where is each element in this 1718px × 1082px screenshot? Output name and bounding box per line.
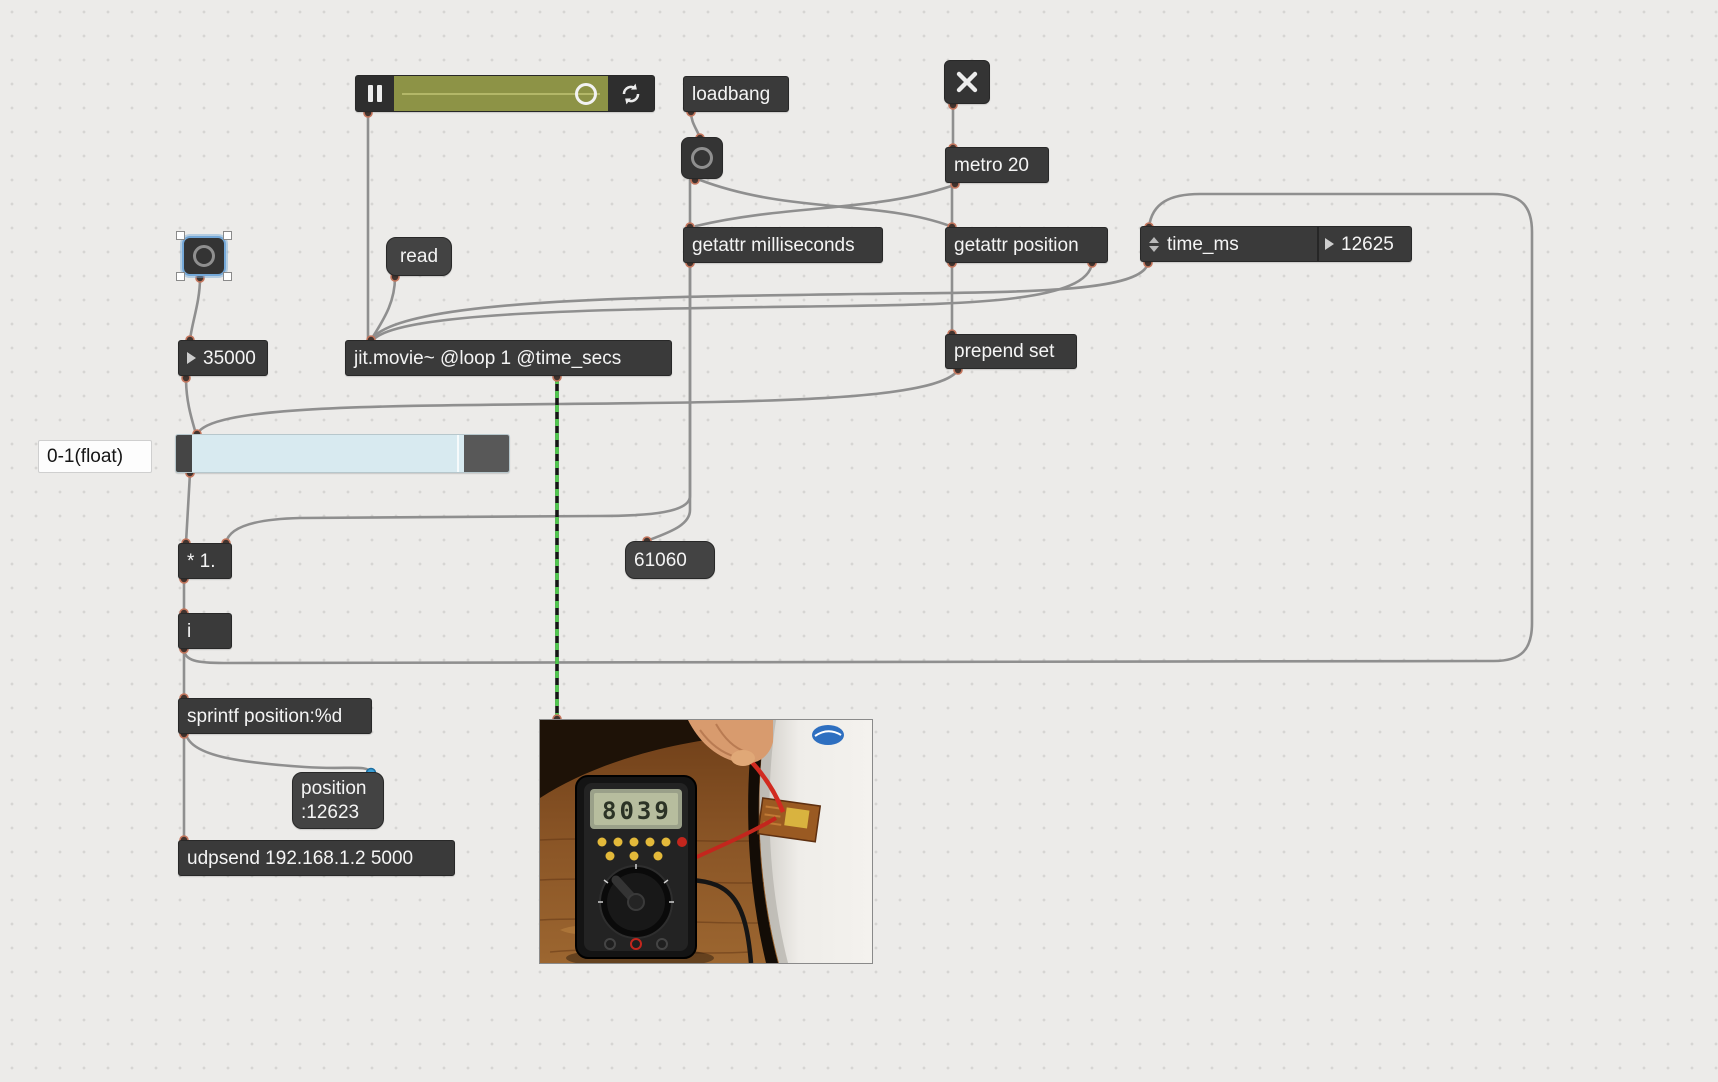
number-triangle-icon <box>187 352 196 364</box>
playbar-track[interactable] <box>394 76 608 111</box>
increment-decrement-icon[interactable] <box>1149 236 1159 252</box>
selection-handle[interactable] <box>176 231 185 240</box>
number-box-duration[interactable]: 35000 <box>178 340 268 376</box>
patch-cord <box>645 261 692 543</box>
getattr-position-object[interactable]: getattr position <box>945 227 1108 263</box>
sprintf-label: sprintf position:%d <box>187 705 343 727</box>
pause-icon <box>368 85 373 102</box>
milliseconds-message-box[interactable]: 61060 <box>625 541 715 579</box>
x-icon <box>956 71 978 93</box>
prepend-set-object[interactable]: prepend set <box>945 334 1077 369</box>
patch-cord <box>184 376 198 436</box>
int-object[interactable]: i <box>178 613 232 649</box>
bang-circle-icon <box>691 147 713 169</box>
slider-right-cap[interactable] <box>464 435 509 472</box>
selection-handle[interactable] <box>223 231 232 240</box>
playbar-track-line <box>402 93 600 95</box>
playbar-transport[interactable] <box>355 75 655 112</box>
patch-cord <box>694 182 959 228</box>
prepend-set-label: prepend set <box>954 341 1055 362</box>
loadbang-label: loadbang <box>692 83 771 105</box>
jit-movie-object[interactable]: jit.movie~ @loop 1 @time_secs <box>345 340 672 376</box>
horizontal-slider[interactable] <box>175 434 510 473</box>
bang-button-body[interactable] <box>182 236 226 276</box>
multiply-label: * 1. <box>187 550 216 572</box>
video-frame: 8039 <box>539 720 872 968</box>
video-preview-window: 8039 <box>539 720 872 968</box>
number-triangle-icon <box>1325 238 1334 250</box>
patch-cord <box>371 261 1094 342</box>
jit-movie-label: jit.movie~ @loop 1 @time_secs <box>354 347 622 369</box>
multiply-object[interactable]: * 1. <box>178 543 232 579</box>
attrui-time-ms[interactable]: time_ms 12625 <box>1140 226 1412 262</box>
svg-text:8039: 8039 <box>602 797 672 825</box>
comment-text: 0-1(float) <box>47 446 124 467</box>
metro-object[interactable]: metro 20 <box>945 147 1049 183</box>
sprintf-object[interactable]: sprintf position:%d <box>178 698 372 734</box>
loop-icon <box>622 83 640 104</box>
udpsend-label: udpsend 192.168.1.2 5000 <box>187 847 414 869</box>
int-object-label: i <box>187 620 192 642</box>
comment-box: 0-1(float) <box>38 440 152 473</box>
patch-cord <box>184 732 373 775</box>
attrui-attribute-name: time_ms <box>1167 233 1239 255</box>
toggle-button[interactable] <box>944 60 990 104</box>
milliseconds-message-text: 61060 <box>634 549 687 571</box>
patch-cord <box>184 471 192 545</box>
getattr-position-label: getattr position <box>954 234 1079 256</box>
udpsend-object[interactable]: udpsend 192.168.1.2 5000 <box>178 840 455 876</box>
slider-tick-line <box>457 435 459 472</box>
number-box-value: 35000 <box>203 347 256 369</box>
position-message-line1: position <box>301 777 367 799</box>
selection-handle[interactable] <box>176 272 185 281</box>
patch-cord <box>182 192 1534 665</box>
attrui-value-field[interactable]: 12625 <box>1319 227 1411 261</box>
appliance-logo <box>812 725 844 745</box>
patch-cord <box>195 368 960 436</box>
position-message-box[interactable]: position :12623 <box>292 772 384 829</box>
read-label: read <box>399 246 439 267</box>
pause-icon <box>377 85 382 102</box>
patch-cord <box>188 276 202 342</box>
getattr-milliseconds-label: getattr milliseconds <box>692 234 855 256</box>
selection-handle[interactable] <box>223 272 232 281</box>
patch-cord <box>224 261 692 545</box>
position-message-line2: :12623 <box>301 801 360 823</box>
read-message-box[interactable]: read <box>386 237 452 276</box>
selected-bang-button[interactable] <box>176 231 232 281</box>
loop-button[interactable] <box>608 76 654 111</box>
patch-cord <box>369 261 1150 342</box>
metro-label: metro 20 <box>954 154 1029 176</box>
bang-button[interactable] <box>681 137 723 179</box>
loadbang-object[interactable]: loadbang <box>683 76 789 112</box>
pause-button[interactable] <box>356 76 394 111</box>
bang-circle-icon <box>193 245 215 267</box>
attrui-value: 12625 <box>1341 233 1394 255</box>
slider-value-indicator[interactable] <box>176 435 192 472</box>
playbar-handle[interactable] <box>575 83 597 105</box>
getattr-milliseconds-object[interactable]: getattr milliseconds <box>683 227 883 263</box>
